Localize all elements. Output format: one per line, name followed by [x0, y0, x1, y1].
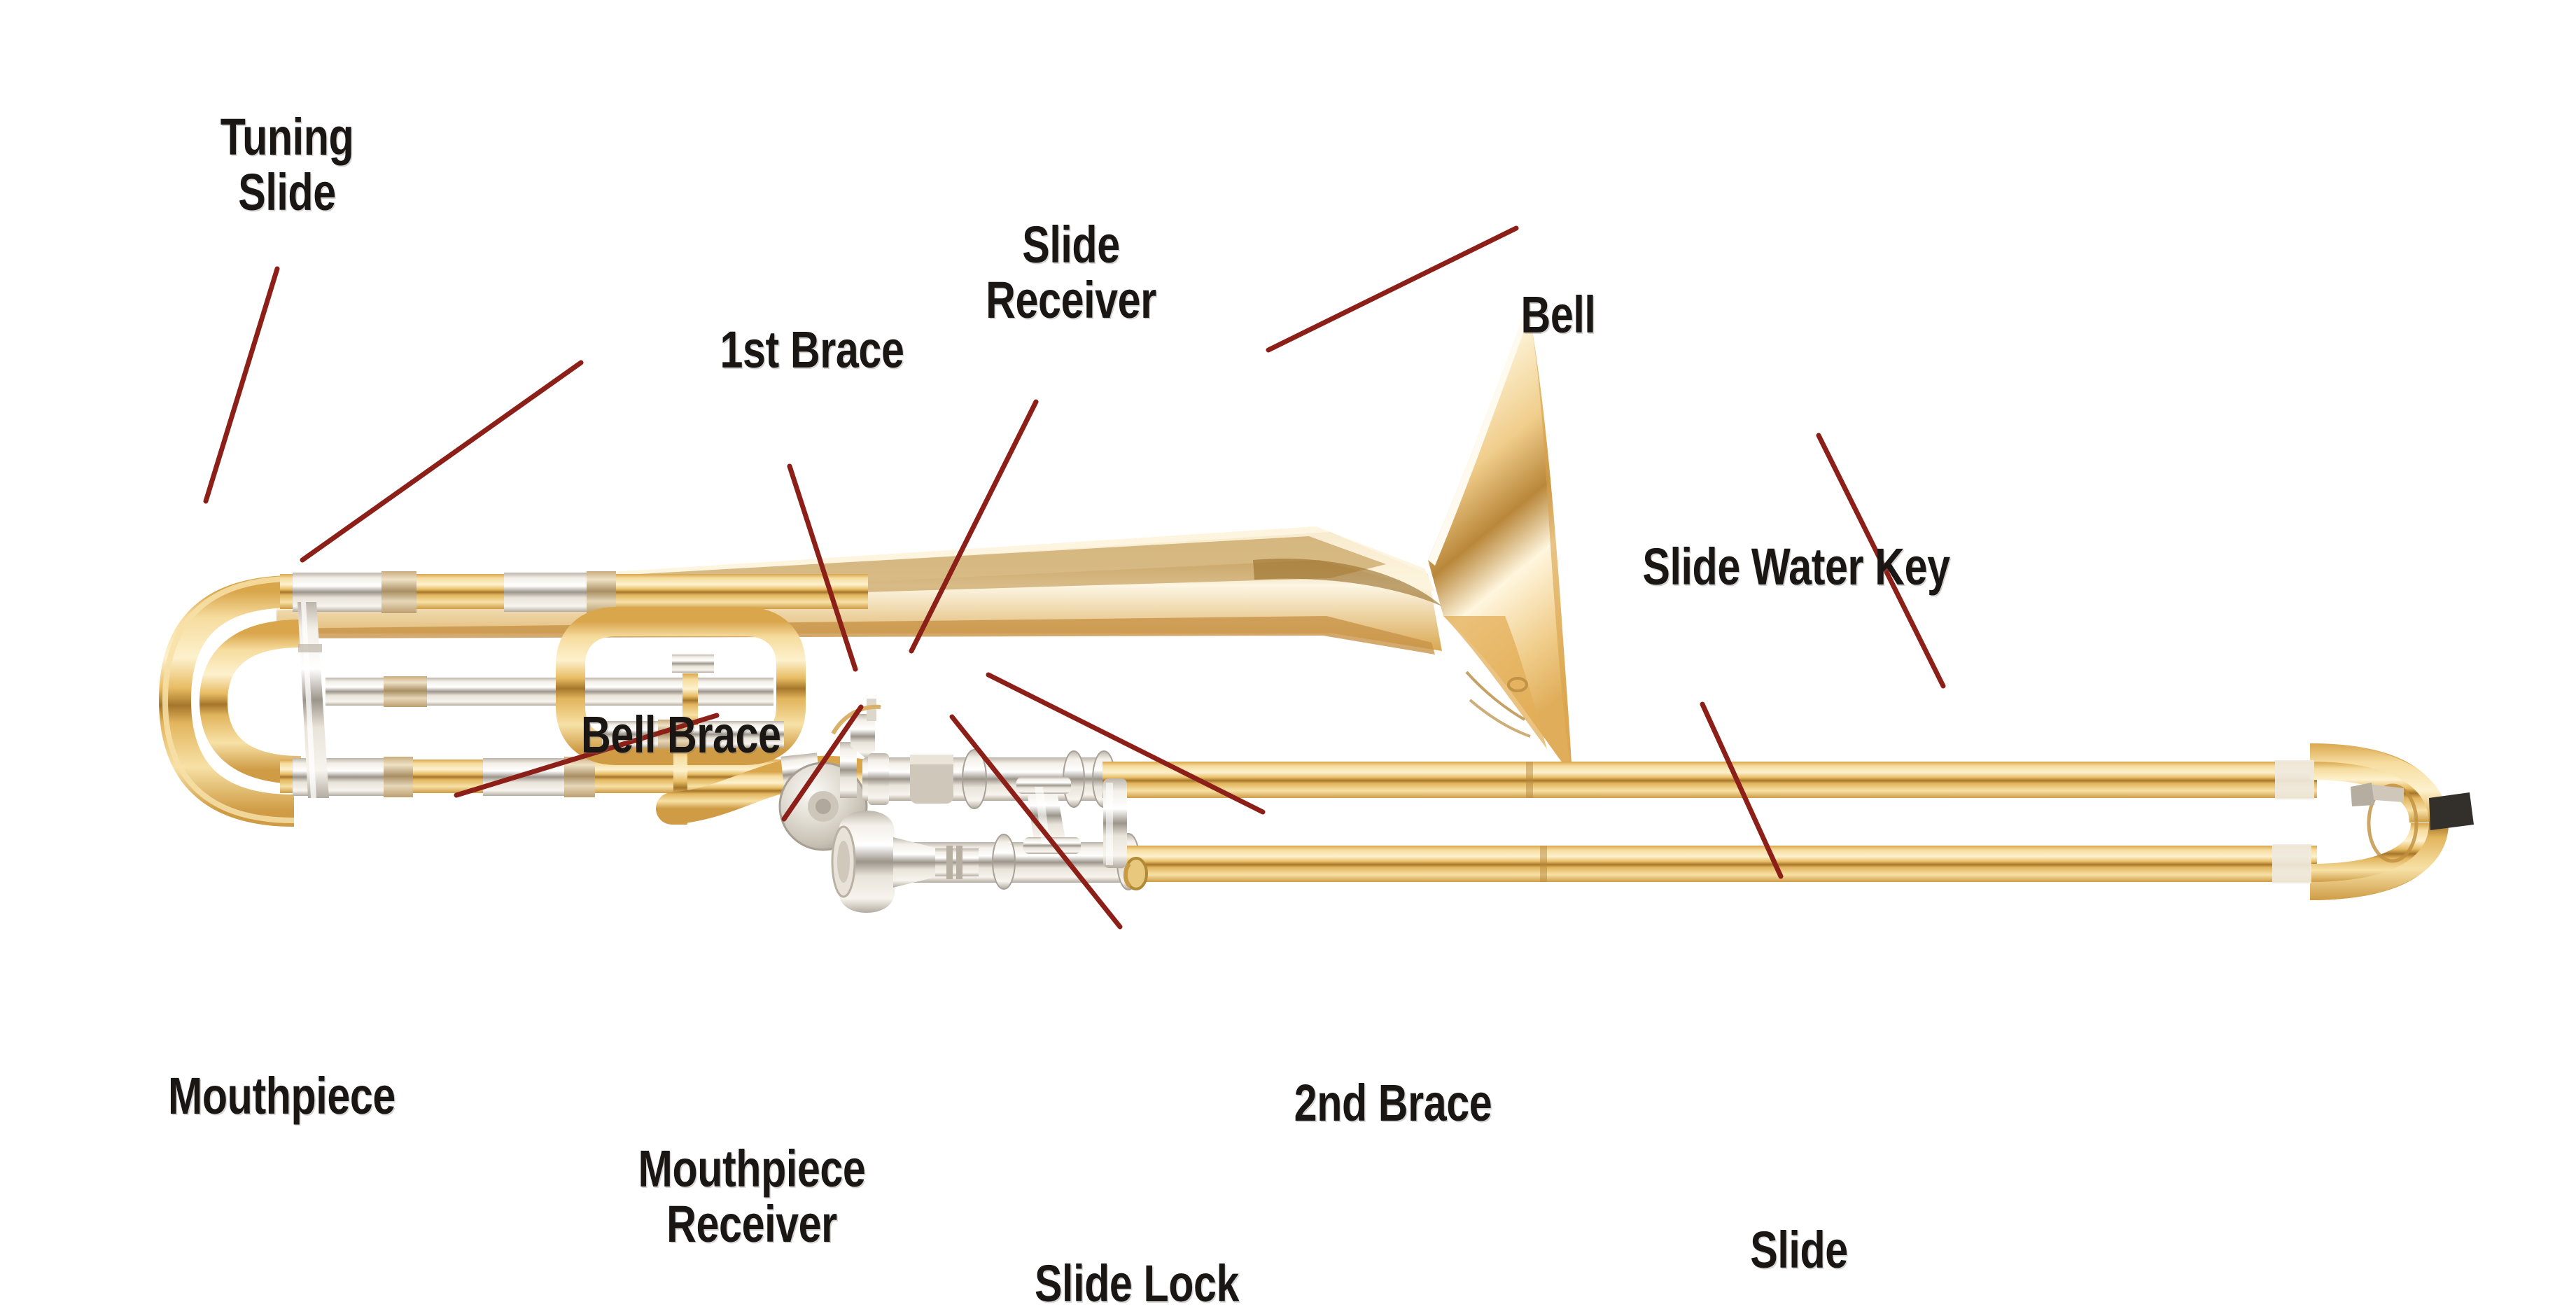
bell-flare — [1253, 305, 1572, 776]
label-mouthpiece-receiver: Mouthpiece Receiver — [638, 1140, 866, 1254]
ferrules — [868, 753, 953, 805]
bell-brace — [298, 602, 329, 798]
label-second-brace: 2nd Brace — [1294, 1074, 1492, 1132]
leader-slide-receiver — [909, 399, 1039, 654]
leader-mouthpiece — [454, 713, 720, 798]
leader-first-brace — [787, 463, 858, 672]
slide-lock — [1123, 857, 1148, 890]
leader-slide-water-key — [1816, 433, 1946, 689]
leader-lines — [203, 225, 1946, 930]
label-tuning-slide: Tuning Slide — [220, 108, 354, 222]
label-bell-brace: Bell Brace — [581, 706, 781, 764]
leader-tuning-slide — [203, 266, 280, 504]
tuning-slide — [280, 571, 868, 797]
label-mouthpiece: Mouthpiece — [168, 1067, 396, 1125]
leader-bell — [1266, 225, 1519, 353]
label-first-brace: 1st Brace — [720, 321, 904, 379]
bell-back-bow — [158, 575, 302, 827]
leader-mouthpiece-receiver — [781, 704, 864, 822]
label-slide: Slide — [1750, 1221, 1848, 1279]
leader-slide — [1700, 701, 1784, 879]
label-bell: Bell — [1520, 286, 1596, 344]
label-slide-water-key: Slide Water Key — [1642, 538, 1950, 596]
leader-bell-brace — [300, 360, 584, 563]
second-brace — [1103, 778, 1127, 868]
label-slide-receiver: Slide Receiver — [986, 216, 1156, 330]
label-slide-lock: Slide Lock — [1034, 1254, 1240, 1312]
leader-second-brace — [986, 672, 1266, 815]
mouthpiece — [831, 811, 979, 913]
leader-slide-lock — [949, 714, 1123, 930]
